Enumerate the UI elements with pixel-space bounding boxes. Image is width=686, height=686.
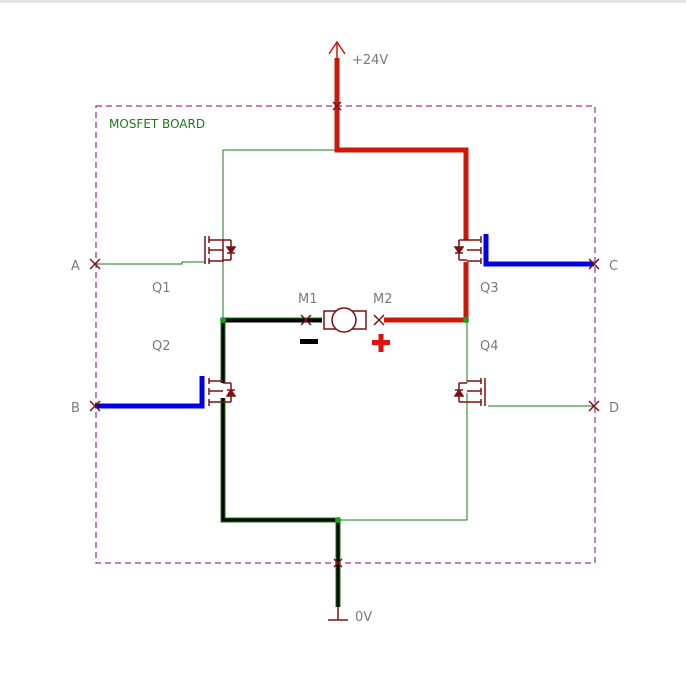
cross-marker-b [89,400,101,412]
mosfet-q1-icon [204,236,237,264]
connection-markers [89,101,600,568]
transistor-q3-label: Q3 [480,281,499,296]
terminal-a-label: A [71,259,80,274]
cross-marker-m2 [373,314,385,326]
motor-m2-label: M2 [373,292,393,307]
supply-label: +24V [352,53,388,68]
cross-marker-c [588,258,600,270]
terminal-d-label: D [609,401,619,416]
wire-q4-source [340,393,468,521]
wire-q1-drain [222,149,338,247]
mosfet-q2-icon [208,378,237,406]
supply-arrow-icon [328,40,346,58]
cross-marker-m1 [300,314,312,326]
wire-a-gate [95,261,205,265]
cross-marker-supply [332,101,342,111]
junction-dots [220,317,469,523]
transistor-q4-label: Q4 [480,339,499,354]
transistor-q1-label: Q1 [152,281,171,296]
terminal-b-label: B [71,401,80,416]
minus-sign-icon [300,339,318,344]
motor-icon [323,307,367,333]
board-label: MOSFET BOARD [109,117,205,131]
terminal-c-label: C [609,259,618,274]
positive-current-path [334,58,469,323]
thin-wires [95,149,594,521]
motor-m1-label: M1 [298,292,318,307]
mosfet-q4-icon [453,378,486,406]
ground-icon [328,607,348,621]
cross-marker-d [588,400,600,412]
gate-drive-paths [95,234,594,409]
ground-label: 0V [355,610,372,625]
mosfet-q3-icon [453,236,482,264]
negative-path-outline [220,317,341,607]
cross-marker-a [89,258,101,270]
transistor-q2-label: Q2 [152,339,171,354]
mosfet-board-outline [95,105,596,564]
cross-marker-ground [333,558,343,568]
window-top-edge [0,0,686,3]
plus-sign-icon [372,334,390,352]
negative-current-path [220,317,341,607]
